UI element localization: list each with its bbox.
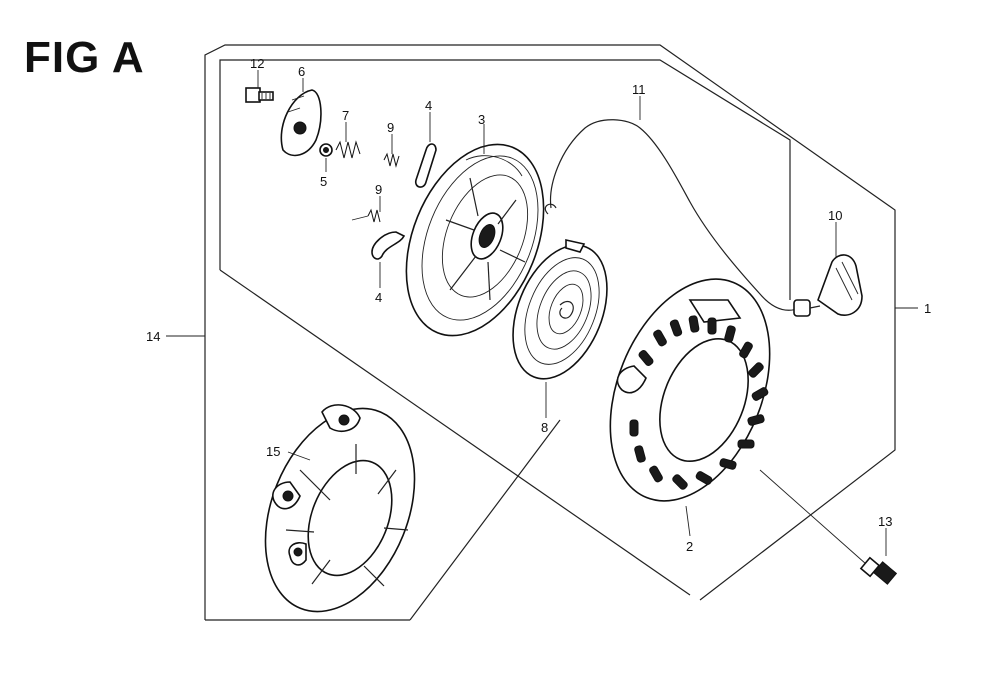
spring-7 bbox=[335, 140, 361, 159]
ratchet-plate-6 bbox=[280, 89, 322, 157]
callout-13: 13 bbox=[878, 514, 892, 529]
figure-title: FIG A bbox=[24, 33, 145, 82]
callout-12: 12 bbox=[250, 56, 264, 71]
callout-3: 3 bbox=[478, 112, 485, 127]
subassembly-outline-bottom bbox=[219, 269, 691, 596]
callout-7: 7 bbox=[342, 108, 349, 123]
pawl-spring-9-lower bbox=[351, 208, 381, 223]
callout-15: 15 bbox=[266, 444, 280, 459]
rope-hook bbox=[544, 203, 557, 215]
assembly-outline-14 bbox=[204, 44, 896, 620]
starter-rope-11 bbox=[549, 119, 801, 311]
pawl-4-lower bbox=[371, 231, 406, 260]
bolt-12 bbox=[245, 87, 274, 103]
callout-2: 2 bbox=[686, 539, 693, 554]
flange-bolt-13 bbox=[759, 469, 898, 585]
callout-6: 6 bbox=[298, 64, 305, 79]
leader-lines bbox=[166, 70, 918, 556]
fan-cover-15 bbox=[264, 404, 416, 613]
callout-10: 10 bbox=[828, 208, 842, 223]
assembly-outline-diagonal bbox=[409, 419, 561, 621]
callout-9-upper: 9 bbox=[387, 120, 394, 135]
pawl-4-upper bbox=[414, 143, 437, 188]
callout-8: 8 bbox=[541, 420, 548, 435]
callout-14: 14 bbox=[146, 329, 160, 344]
washer-5-hole bbox=[323, 147, 329, 153]
callout-4-lower: 4 bbox=[375, 290, 382, 305]
pawl-spring-9-upper bbox=[383, 152, 400, 168]
callout-5: 5 bbox=[320, 174, 327, 189]
starter-handle-10 bbox=[793, 254, 863, 317]
callout-9-lower: 9 bbox=[375, 182, 382, 197]
callout-1: 1 bbox=[924, 301, 931, 316]
subassembly-outline-1 bbox=[219, 59, 791, 300]
starter-case-2 bbox=[609, 278, 771, 502]
callout-11: 11 bbox=[632, 82, 646, 97]
recoil-spring-8 bbox=[512, 239, 608, 380]
callout-4-upper: 4 bbox=[425, 98, 432, 113]
reel-pulley-3 bbox=[405, 143, 545, 337]
